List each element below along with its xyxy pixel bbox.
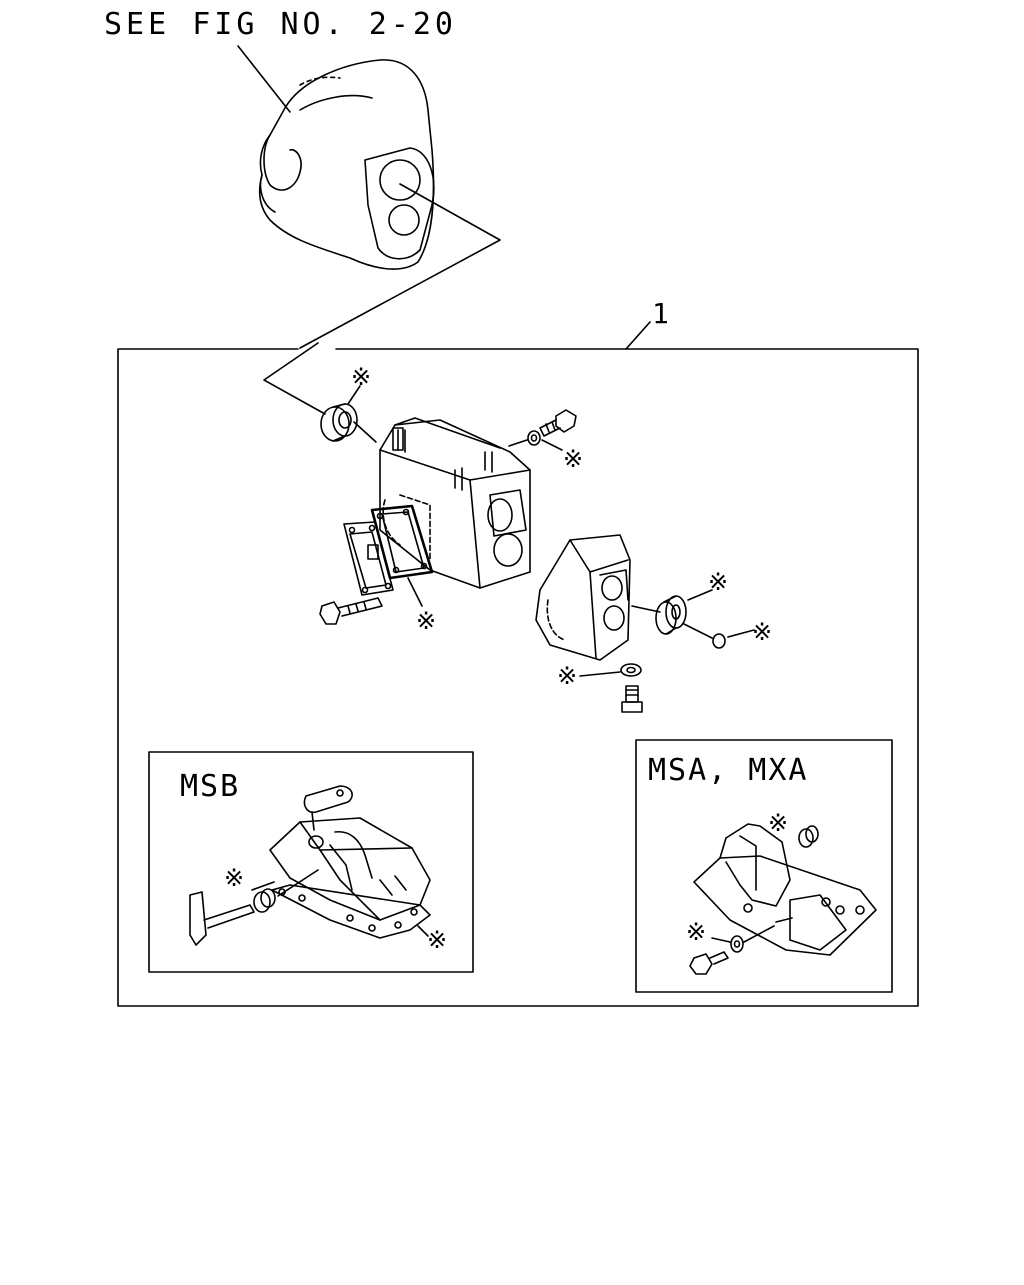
cover-plate — [344, 522, 393, 595]
kit-marker: ※ — [708, 568, 729, 596]
kit-frame — [118, 349, 918, 1006]
seal-leader-line — [348, 386, 360, 404]
msa-bushing — [799, 826, 818, 847]
washer-leader-line-2 — [542, 440, 562, 450]
msb-gasket-leader-line — [418, 926, 428, 936]
reference-leader-line — [238, 46, 290, 112]
msb-bushing-leader-line — [252, 882, 274, 890]
msa-bolt — [690, 952, 728, 974]
kit-marker: ※ — [351, 363, 372, 391]
bolt-lower — [622, 686, 642, 712]
transmission-case — [380, 418, 530, 588]
oil-seal-left — [321, 404, 376, 442]
clutch-housing — [260, 60, 434, 269]
o-ring-leader-line — [728, 630, 754, 637]
part-leader-line — [626, 322, 650, 349]
msa-shift-cover — [694, 824, 876, 955]
msb-variant-box — [149, 752, 473, 972]
kit-marker: ※ — [768, 809, 789, 837]
seal-right-leader-line — [688, 590, 712, 600]
kit-marker: ※ — [427, 926, 448, 954]
o-ring — [713, 634, 725, 648]
kit-marker: ※ — [752, 618, 773, 646]
washer-leader-line — [509, 440, 527, 446]
washer-lower-leader-line — [580, 672, 620, 676]
msa-mxa-variant-box — [636, 740, 892, 992]
msa-washer — [731, 936, 743, 952]
washer-lower — [621, 664, 641, 676]
kit-marker: ※ — [563, 445, 584, 473]
msb-gasket — [272, 885, 430, 938]
variant-label-msb: MSB — [180, 769, 241, 804]
rear-cover — [536, 535, 630, 660]
msa-washer-leader-line — [712, 938, 730, 942]
reference-label: SEE FIG NO. 2-20 — [104, 7, 457, 42]
msb-lever — [304, 786, 352, 848]
part-number-label: 1 — [652, 297, 671, 330]
washer-top — [528, 431, 540, 445]
msb-bushing — [254, 889, 275, 912]
msb-bolt — [190, 892, 254, 945]
gasket — [372, 506, 432, 578]
connector-line-upper — [300, 184, 500, 348]
msb-pin-line — [278, 870, 318, 896]
kit-marker: ※ — [557, 662, 578, 690]
msb-shift-cover — [270, 818, 430, 920]
kit-marker: ※ — [224, 864, 245, 892]
variant-label-msa-mxa: MSA, MXA — [648, 753, 809, 788]
msa-pin-line — [744, 926, 774, 942]
kit-marker: ※ — [416, 607, 437, 635]
oil-seal-right — [632, 596, 712, 638]
kit-marker: ※ — [686, 918, 707, 946]
bolt-top — [540, 410, 576, 436]
gasket-leader-line — [408, 578, 422, 606]
bolt-cover — [320, 598, 382, 624]
connector-line-lower — [264, 343, 325, 414]
